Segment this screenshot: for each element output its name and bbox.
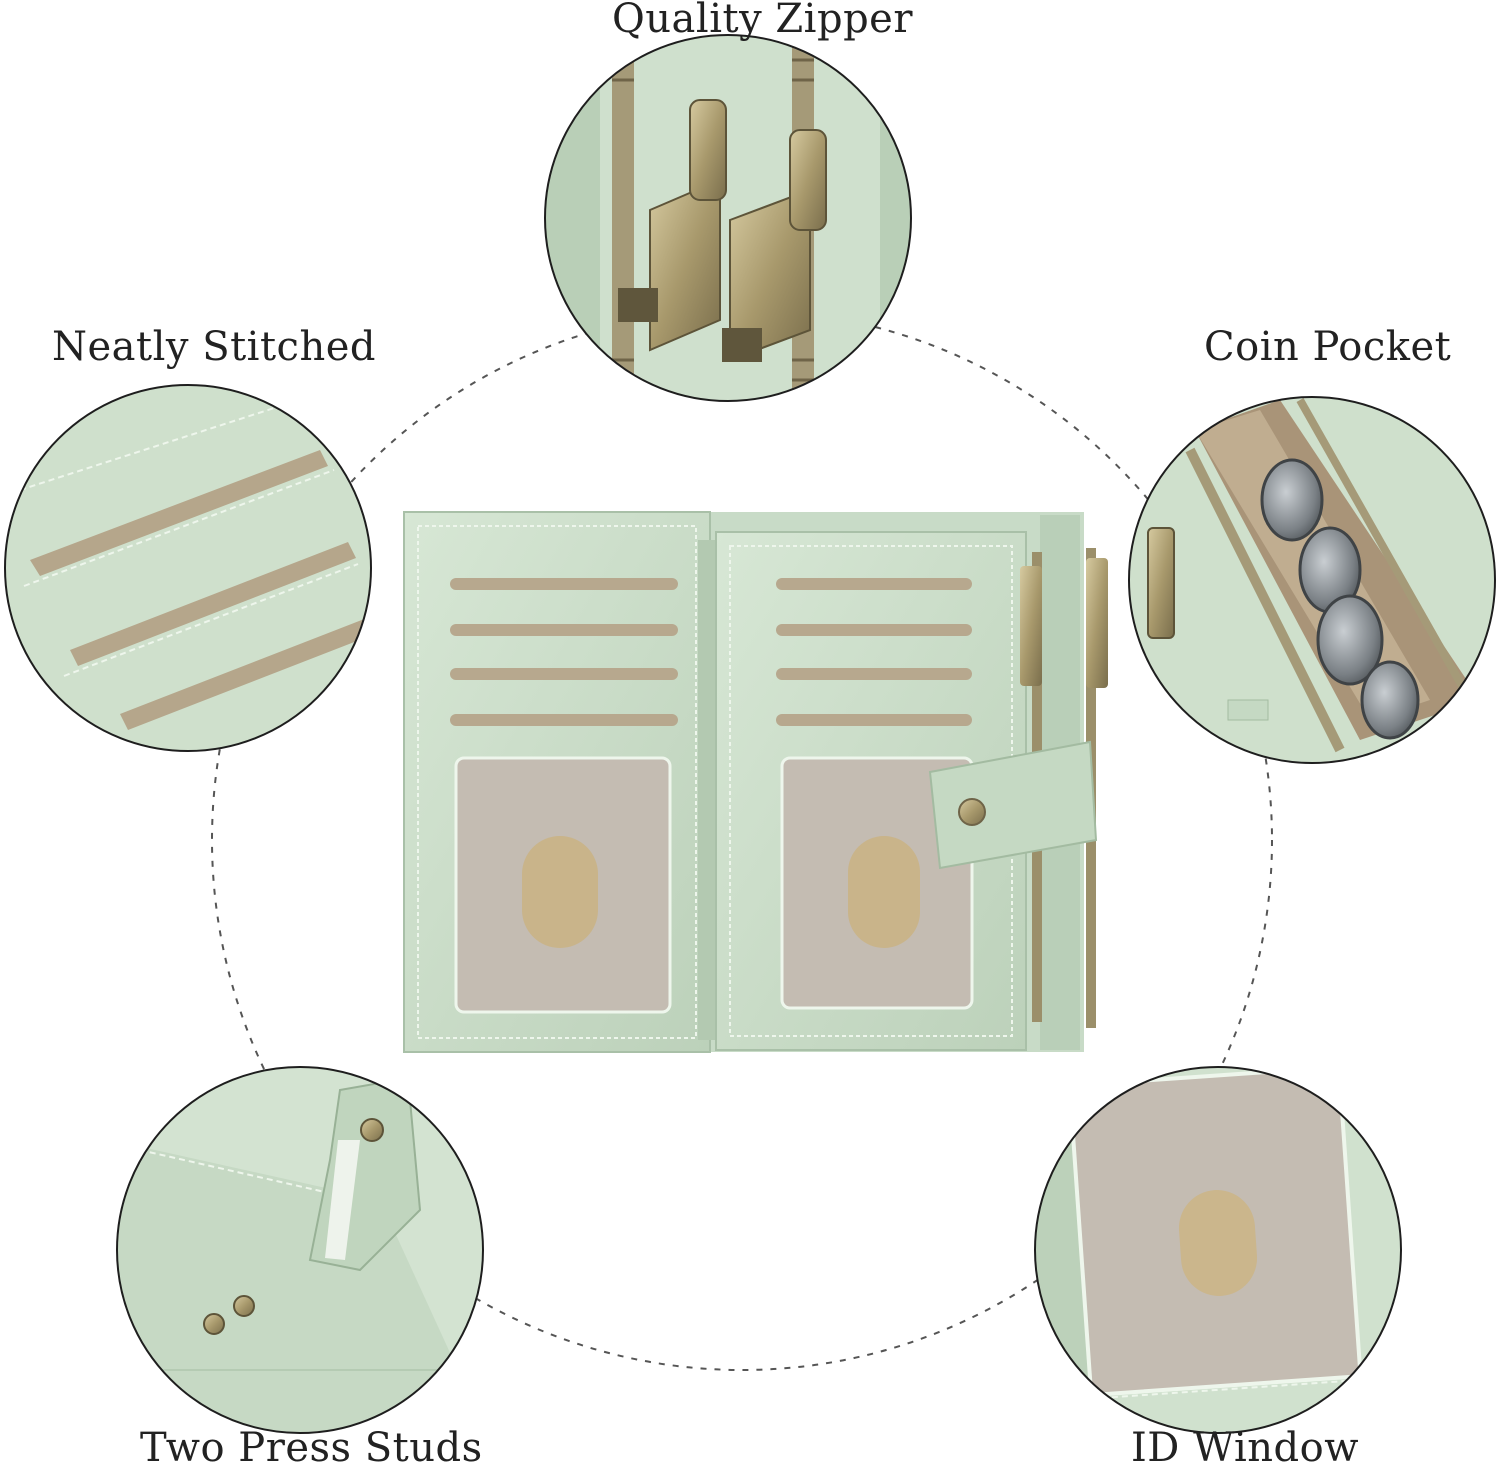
detail-id-window — [1035, 1067, 1401, 1433]
press-stud-icon — [203, 1313, 225, 1335]
right-card-slots — [776, 578, 972, 726]
coin-icons — [1260, 458, 1420, 740]
label-id-window: ID Window — [1131, 1425, 1359, 1471]
label-quality-zipper: Quality Zipper — [612, 0, 913, 42]
label-neatly-stitched: Neatly Stitched — [52, 324, 376, 370]
detail-coin-pocket — [1129, 397, 1495, 763]
wallet-snap-button-icon — [958, 798, 986, 826]
left-card-slots — [450, 578, 678, 726]
label-two-press-studs: Two Press Studs — [140, 1425, 483, 1471]
label-coin-pocket: Coin Pocket — [1204, 324, 1452, 370]
detail-two-press-studs — [117, 1067, 483, 1433]
wallet-main-image — [403, 511, 1108, 1053]
detail-quality-zipper — [545, 35, 911, 401]
press-stud-icon — [233, 1295, 255, 1317]
detail-neatly-stitched — [5, 385, 371, 751]
